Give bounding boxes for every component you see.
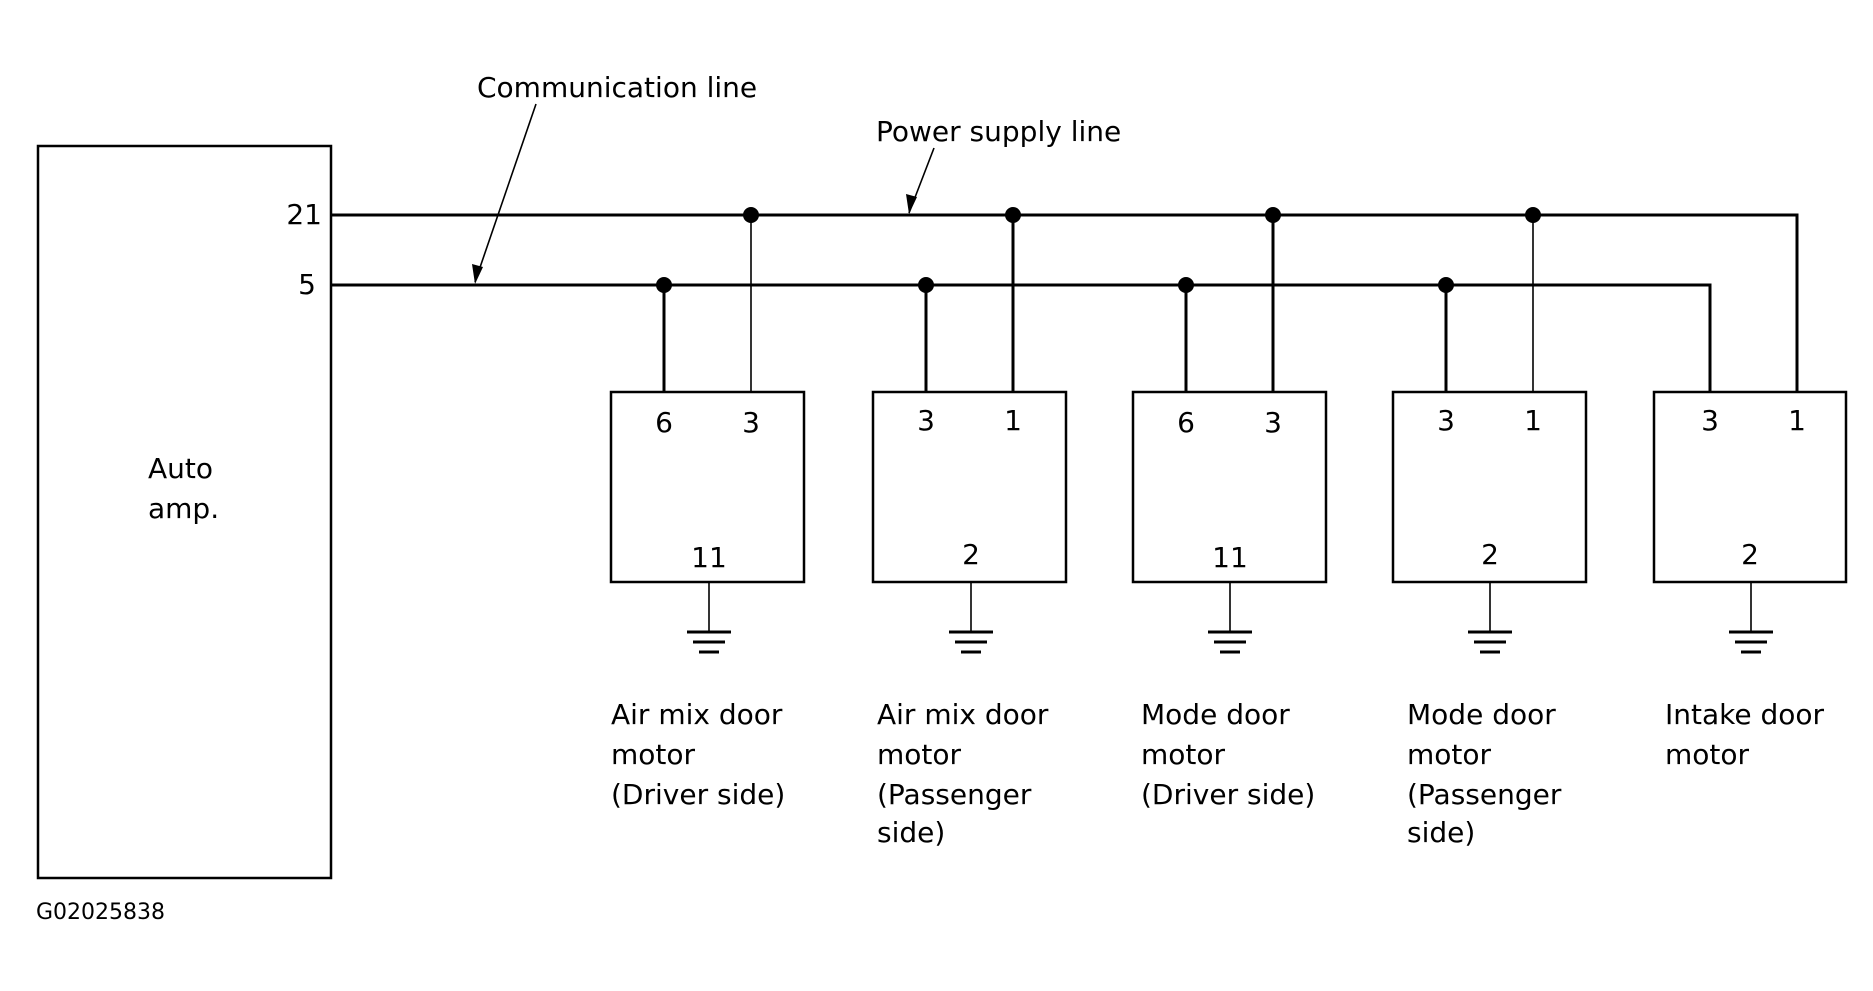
motor-label-line3: (Passenger [877, 778, 1032, 811]
power-supply-line-label: Power supply line [876, 115, 1121, 148]
communication-line-label: Communication line [477, 71, 757, 104]
motor-box [871, 390, 1068, 584]
ground-icon [949, 630, 993, 654]
pin-ground: 11 [691, 541, 727, 574]
auto-amp-label-line1: Auto [148, 452, 213, 485]
motor-label-line2: motor [1665, 738, 1750, 771]
power-junction-dot [1005, 207, 1021, 223]
comm-junction-dot [656, 277, 672, 293]
communication-line-leader [474, 103, 537, 283]
figure-code: G02025838 [36, 900, 165, 925]
motor-label-line1: Air mix door [611, 698, 783, 731]
auto-amp-label-line2: amp. [148, 492, 219, 525]
power-supply-line [331, 213, 1799, 392]
motor-label-line2: motor [877, 738, 962, 771]
pin-comm: 3 [1701, 404, 1719, 437]
amp-pin-comm: 5 [298, 268, 316, 301]
ground-icon [1468, 630, 1512, 654]
pin-power: 3 [1264, 406, 1282, 439]
air-mix-door-motor-passenger: 3 1 2 Air mix door motor (Passenger side… [871, 207, 1068, 849]
pin-comm: 3 [917, 404, 935, 437]
pin-ground: 2 [1741, 538, 1759, 571]
motor-box [1391, 390, 1588, 584]
power-junction-dot [1265, 207, 1281, 223]
motor-label-line1: Air mix door [877, 698, 1049, 731]
motor-label-line2: motor [1141, 738, 1226, 771]
motor-label-line2: motor [1407, 738, 1492, 771]
ground-icon [687, 630, 731, 654]
communication-line-arrowhead [472, 264, 483, 284]
power-supply-line-arrowhead [906, 194, 917, 214]
pin-power: 3 [742, 406, 760, 439]
motor-label-line3: (Driver side) [1141, 778, 1315, 811]
pin-ground: 2 [1481, 538, 1499, 571]
pin-ground: 11 [1212, 541, 1248, 574]
auto-amp-box [36, 144, 333, 880]
pin-ground: 2 [962, 538, 980, 571]
ground-icon [1208, 630, 1252, 654]
motor-label-line4: side) [877, 816, 945, 849]
pin-power: 1 [1524, 404, 1542, 437]
pin-comm: 3 [1437, 404, 1455, 437]
motor-box [1652, 390, 1848, 584]
air-mix-door-motor-driver: 6 3 11 Air mix door motor (Driver side) [609, 207, 806, 811]
motor-label-line3: (Passenger [1407, 778, 1562, 811]
motor-box [1131, 390, 1328, 584]
pin-power: 1 [1788, 404, 1806, 437]
mode-door-motor-passenger: 3 1 2 Mode door motor (Passenger side) [1391, 207, 1588, 849]
pin-comm: 6 [655, 406, 673, 439]
motor-label-line3: (Driver side) [611, 778, 785, 811]
power-junction-dot [1525, 207, 1541, 223]
motor-label-line4: side) [1407, 816, 1475, 849]
comm-junction-dot [918, 277, 934, 293]
comm-junction-dot [1178, 277, 1194, 293]
motor-box [609, 390, 806, 584]
amp-pin-power: 21 [286, 198, 322, 231]
motor-label-line1: Mode door [1141, 698, 1290, 731]
pin-comm: 6 [1177, 406, 1195, 439]
communication-line [331, 283, 1712, 392]
pin-power: 1 [1004, 404, 1022, 437]
power-junction-dot [743, 207, 759, 223]
motor-label-line1: Intake door [1665, 698, 1825, 731]
ground-icon [1729, 630, 1773, 654]
mode-door-motor-driver: 6 3 11 Mode door motor (Driver side) [1131, 207, 1328, 811]
motor-label-line1: Mode door [1407, 698, 1556, 731]
comm-junction-dot [1438, 277, 1454, 293]
motor-label-line2: motor [611, 738, 696, 771]
intake-door-motor: 3 1 2 Intake door motor [1652, 390, 1848, 771]
